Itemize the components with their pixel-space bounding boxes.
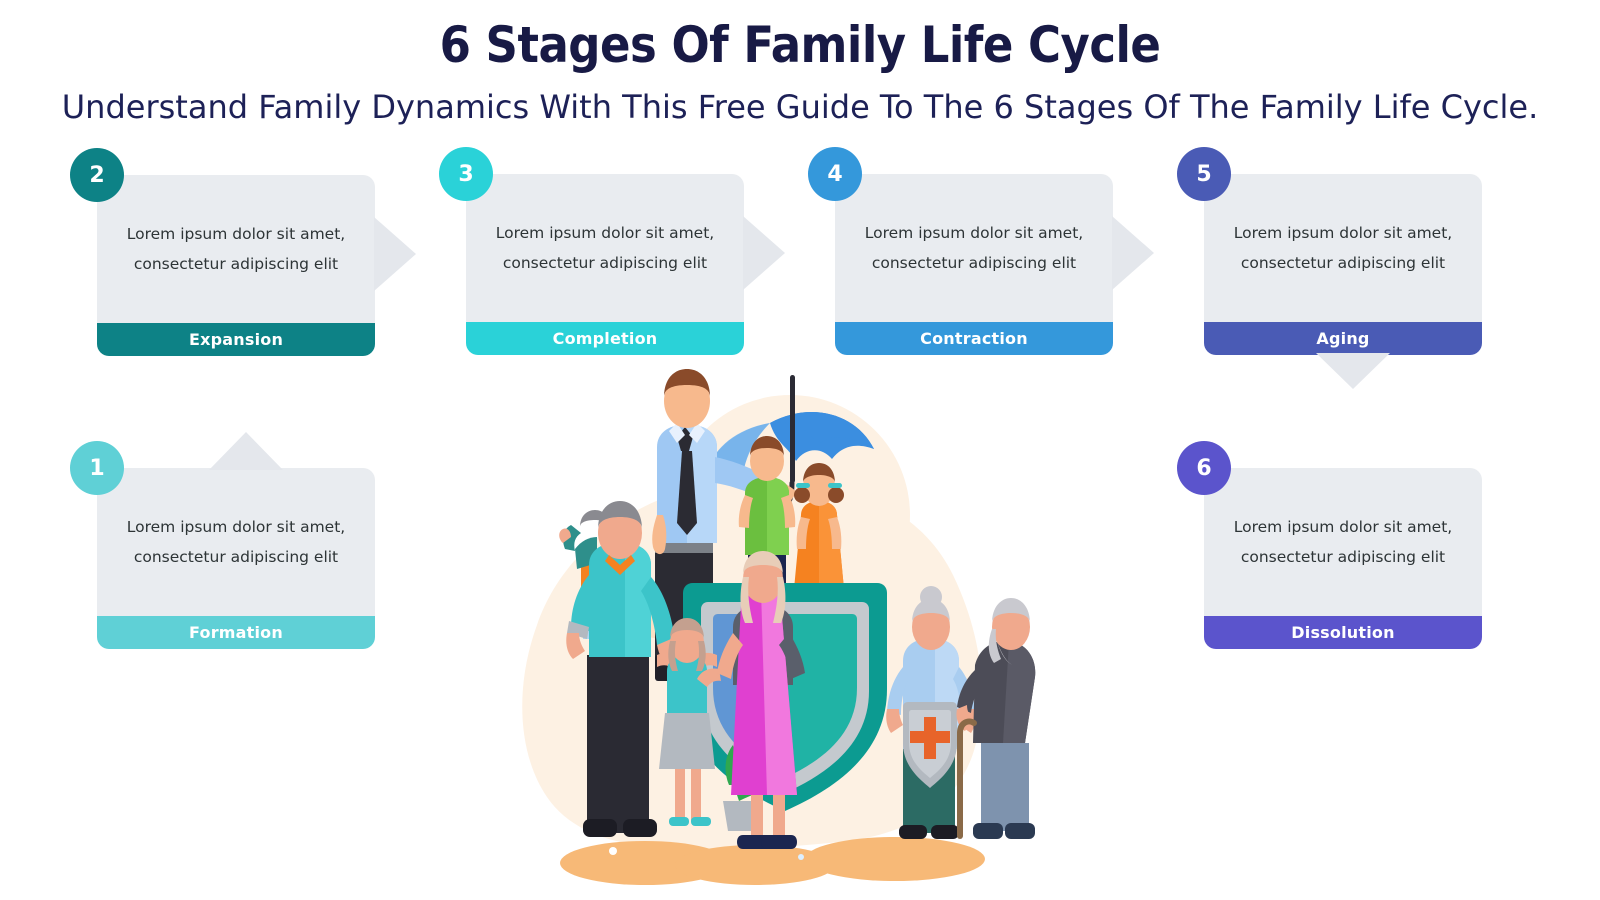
ground-shadows	[560, 837, 985, 885]
stage-description: Lorem ipsum dolor sit amet, consectetur …	[126, 518, 346, 566]
stage-label-aging[interactable]: Aging	[1204, 322, 1482, 389]
stage-description: Lorem ipsum dolor sit amet, consectetur …	[864, 224, 1084, 272]
card-body: 6 Lorem ipsum dolor sit amet, consectetu…	[1177, 441, 1482, 616]
family-protection-illustration	[522, 369, 1036, 885]
stage-label-formation[interactable]: Formation	[97, 616, 375, 649]
arrow-up-icon	[209, 432, 283, 470]
mother-figure	[697, 551, 805, 849]
card-body: 2 Lorem ipsum dolor sit amet, consectetu…	[70, 148, 416, 323]
stage-badge-4: 4	[808, 147, 862, 201]
stage-number: 1	[89, 455, 105, 481]
stage-label-contraction[interactable]: Contraction	[835, 322, 1113, 355]
card-body: 5 Lorem ipsum dolor sit amet, consectetu…	[1177, 147, 1482, 322]
small-shield-icon	[903, 702, 957, 788]
stage-card-expansion[interactable]: 2 Lorem ipsum dolor sit amet, consectetu…	[70, 148, 416, 356]
stage-number: 6	[1196, 455, 1212, 481]
arrow-right-icon	[743, 216, 785, 290]
child-girl-figure	[657, 618, 717, 826]
card-body: 4 Lorem ipsum dolor sit amet, consectetu…	[808, 147, 1154, 322]
stage-number: 5	[1196, 161, 1212, 187]
stage-label-text: Contraction	[920, 329, 1028, 348]
stage-description: Lorem ipsum dolor sit amet, consectetur …	[495, 224, 715, 272]
stage-badge-6: 6	[1177, 441, 1231, 495]
father-with-toddler-figure	[559, 501, 677, 837]
stage-description: Lorem ipsum dolor sit amet, consectetur …	[1233, 224, 1453, 272]
stage-label-text: Expansion	[188, 330, 284, 349]
stage-badge-3: 3	[439, 147, 493, 201]
stage-number: 3	[458, 161, 474, 187]
arrow-right-icon	[1112, 216, 1154, 290]
grandfather-figure	[956, 598, 1036, 839]
stage-badge-5: 5	[1177, 147, 1231, 201]
stage-card-aging[interactable]: 5 Lorem ipsum dolor sit amet, consectetu…	[1177, 147, 1482, 389]
stage-number: 2	[89, 162, 105, 188]
card-body: 3 Lorem ipsum dolor sit amet, consectetu…	[439, 147, 785, 322]
stage-label-completion[interactable]: Completion	[466, 322, 744, 355]
arrow-right-icon	[374, 217, 416, 291]
card-body: 1 Lorem ipsum dolor sit amet, consectetu…	[70, 432, 375, 616]
stage-badge-1: 1	[70, 441, 124, 495]
stage-label-text: Completion	[552, 329, 658, 348]
stage-description: Lorem ipsum dolor sit amet, consectetur …	[1233, 518, 1453, 566]
stage-label-text: Aging	[1316, 329, 1370, 348]
stage-label-text: Dissolution	[1291, 623, 1395, 642]
stage-label-text: Formation	[189, 623, 283, 642]
stage-card-dissolution[interactable]: 6 Lorem ipsum dolor sit amet, consectetu…	[1177, 441, 1482, 649]
stage-card-formation[interactable]: 1 Lorem ipsum dolor sit amet, consectetu…	[70, 432, 375, 649]
arrow-down-icon	[1316, 353, 1390, 389]
stage-card-contraction[interactable]: 4 Lorem ipsum dolor sit amet, consectetu…	[808, 147, 1154, 355]
stage-card-completion[interactable]: 3 Lorem ipsum dolor sit amet, consectetu…	[439, 147, 785, 355]
stage-label-dissolution[interactable]: Dissolution	[1204, 616, 1482, 649]
stage-number: 4	[827, 161, 843, 187]
page-title: 6 Stages Of Family Life Cycle	[439, 16, 1161, 74]
stage-description: Lorem ipsum dolor sit amet, consectetur …	[126, 225, 346, 273]
stage-badge-2: 2	[70, 148, 124, 202]
page-subtitle: Understand Family Dynamics With This Fre…	[61, 88, 1539, 126]
stage-label-expansion[interactable]: Expansion	[97, 323, 375, 356]
